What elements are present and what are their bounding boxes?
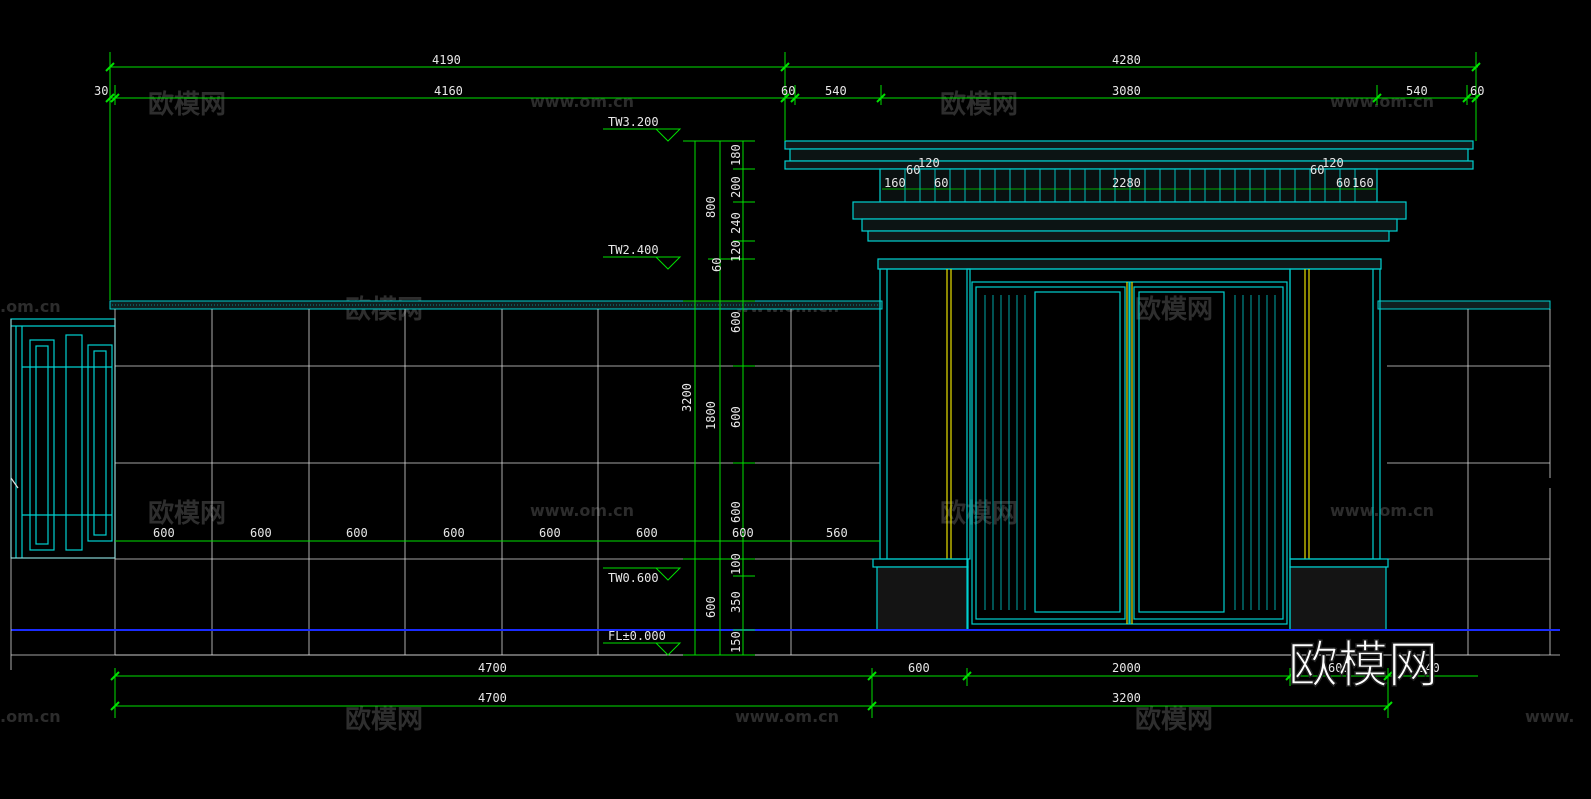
- watermark-url: www.om.cn: [735, 707, 839, 726]
- dim-label: 60: [1336, 176, 1350, 190]
- watermark-logo: 欧模网: [940, 498, 1018, 529]
- dim-label: 60: [1470, 84, 1484, 98]
- dim-label: 600: [729, 311, 743, 333]
- dim-label: 200: [729, 176, 743, 198]
- dim-label: 60: [781, 84, 795, 98]
- dim-label: 120: [729, 240, 743, 262]
- watermark-url: www.om.cn: [1330, 92, 1434, 111]
- watermark-url: .om.cn: [0, 707, 61, 726]
- dim-label: 3200: [1112, 691, 1141, 705]
- dim-label: 240: [729, 212, 743, 234]
- dim-label: 100: [729, 553, 743, 575]
- dim-label: 1800: [704, 401, 718, 430]
- top-dimension-row-1: 4190 4280: [432, 53, 1141, 67]
- watermark-logo: 欧模网: [940, 89, 1018, 120]
- left-fence-panel: [10, 318, 116, 559]
- dim-label: 540: [1406, 84, 1428, 98]
- dim-label: 60: [906, 163, 920, 177]
- dim-label: 160: [884, 176, 906, 190]
- watermark-logo: 欧模网: [1135, 704, 1213, 735]
- dim-label: 600: [908, 661, 930, 675]
- dim-label: 540: [825, 84, 847, 98]
- dim-label: 120: [1322, 156, 1344, 170]
- bottom-dimension-row-1: 4700 600 2000 600 540: [478, 661, 1440, 675]
- level-label: TW0.600: [608, 571, 659, 585]
- dim-label: 60: [1310, 163, 1324, 177]
- dim-label: 540: [1418, 661, 1440, 675]
- tile-dimension-row: 600 600 600 600 600 600 600 560: [153, 526, 848, 540]
- gate-structure: [784, 140, 1474, 631]
- watermark-url: www.om.cn: [530, 501, 634, 520]
- level-markers: TW3.200 TW2.400 TW0.600 FL±0.000: [608, 115, 666, 643]
- header-dimensions: 160 60 120 60 2280 60 120 60 160: [884, 156, 1374, 190]
- dim-label: 2280: [1112, 176, 1141, 190]
- vertical-dimensions-mid: 60 1800: [704, 258, 724, 430]
- dim-label: 180: [729, 144, 743, 166]
- watermark-logo: 欧模网: [148, 498, 226, 529]
- watermark-logo: 欧模网: [345, 704, 423, 735]
- dim-label: 4280: [1112, 53, 1141, 67]
- watermark-url: www.om.cn: [530, 92, 634, 111]
- dim-label: 30: [94, 84, 108, 98]
- watermark-logo-large: 欧模网: [1288, 636, 1438, 694]
- dim-label: 60: [710, 258, 724, 272]
- dim-label: 600: [704, 596, 718, 618]
- vertical-dimensions-outer: 800 3200 600: [680, 196, 718, 618]
- dim-label: 120: [918, 156, 940, 170]
- dim-label: 2000: [1112, 661, 1141, 675]
- dim-label: 3080: [1112, 84, 1141, 98]
- watermark-logo: 欧模网: [148, 89, 226, 120]
- level-label: FL±0.000: [608, 629, 666, 643]
- dim-label: 600: [539, 526, 561, 540]
- dim-label: 600: [250, 526, 272, 540]
- watermark-logo: 欧模网: [1135, 294, 1213, 325]
- dim-label: 350: [729, 591, 743, 613]
- watermark-url: www.: [1525, 707, 1574, 726]
- dim-label: 600: [636, 526, 658, 540]
- top-dimension-row-2: 30 4160 60 540 3080 540 60: [94, 84, 1484, 98]
- dim-label: 600: [729, 406, 743, 428]
- dim-label: 150: [729, 631, 743, 653]
- dim-label: 160: [1352, 176, 1374, 190]
- dim-label: 4700: [478, 691, 507, 705]
- level-label: TW2.400: [608, 243, 659, 257]
- level-label: TW3.200: [608, 115, 659, 129]
- dim-label: 60: [934, 176, 948, 190]
- dim-label: 4160: [434, 84, 463, 98]
- dim-label: 600: [153, 526, 175, 540]
- watermark-url: .om.cn: [0, 297, 61, 316]
- dim-label: 600: [346, 526, 368, 540]
- dim-label: 3200: [680, 383, 694, 412]
- dim-label: 600: [443, 526, 465, 540]
- dimension-ticks: [105, 62, 1481, 711]
- watermark-url: www.om.cn: [1330, 501, 1434, 520]
- vertical-dimensions-inner: 180 200 240 120 600 600 600 100 350 150: [729, 144, 743, 653]
- dim-label: 800: [704, 196, 718, 218]
- dim-label: 600: [732, 526, 754, 540]
- dim-label: 560: [826, 526, 848, 540]
- dim-label: 4700: [478, 661, 507, 675]
- bottom-dimension-row-2: 4700 3200: [478, 691, 1141, 705]
- dim-label: 4190: [432, 53, 461, 67]
- dim-label: 600: [1328, 661, 1350, 675]
- dim-label: 600: [729, 501, 743, 523]
